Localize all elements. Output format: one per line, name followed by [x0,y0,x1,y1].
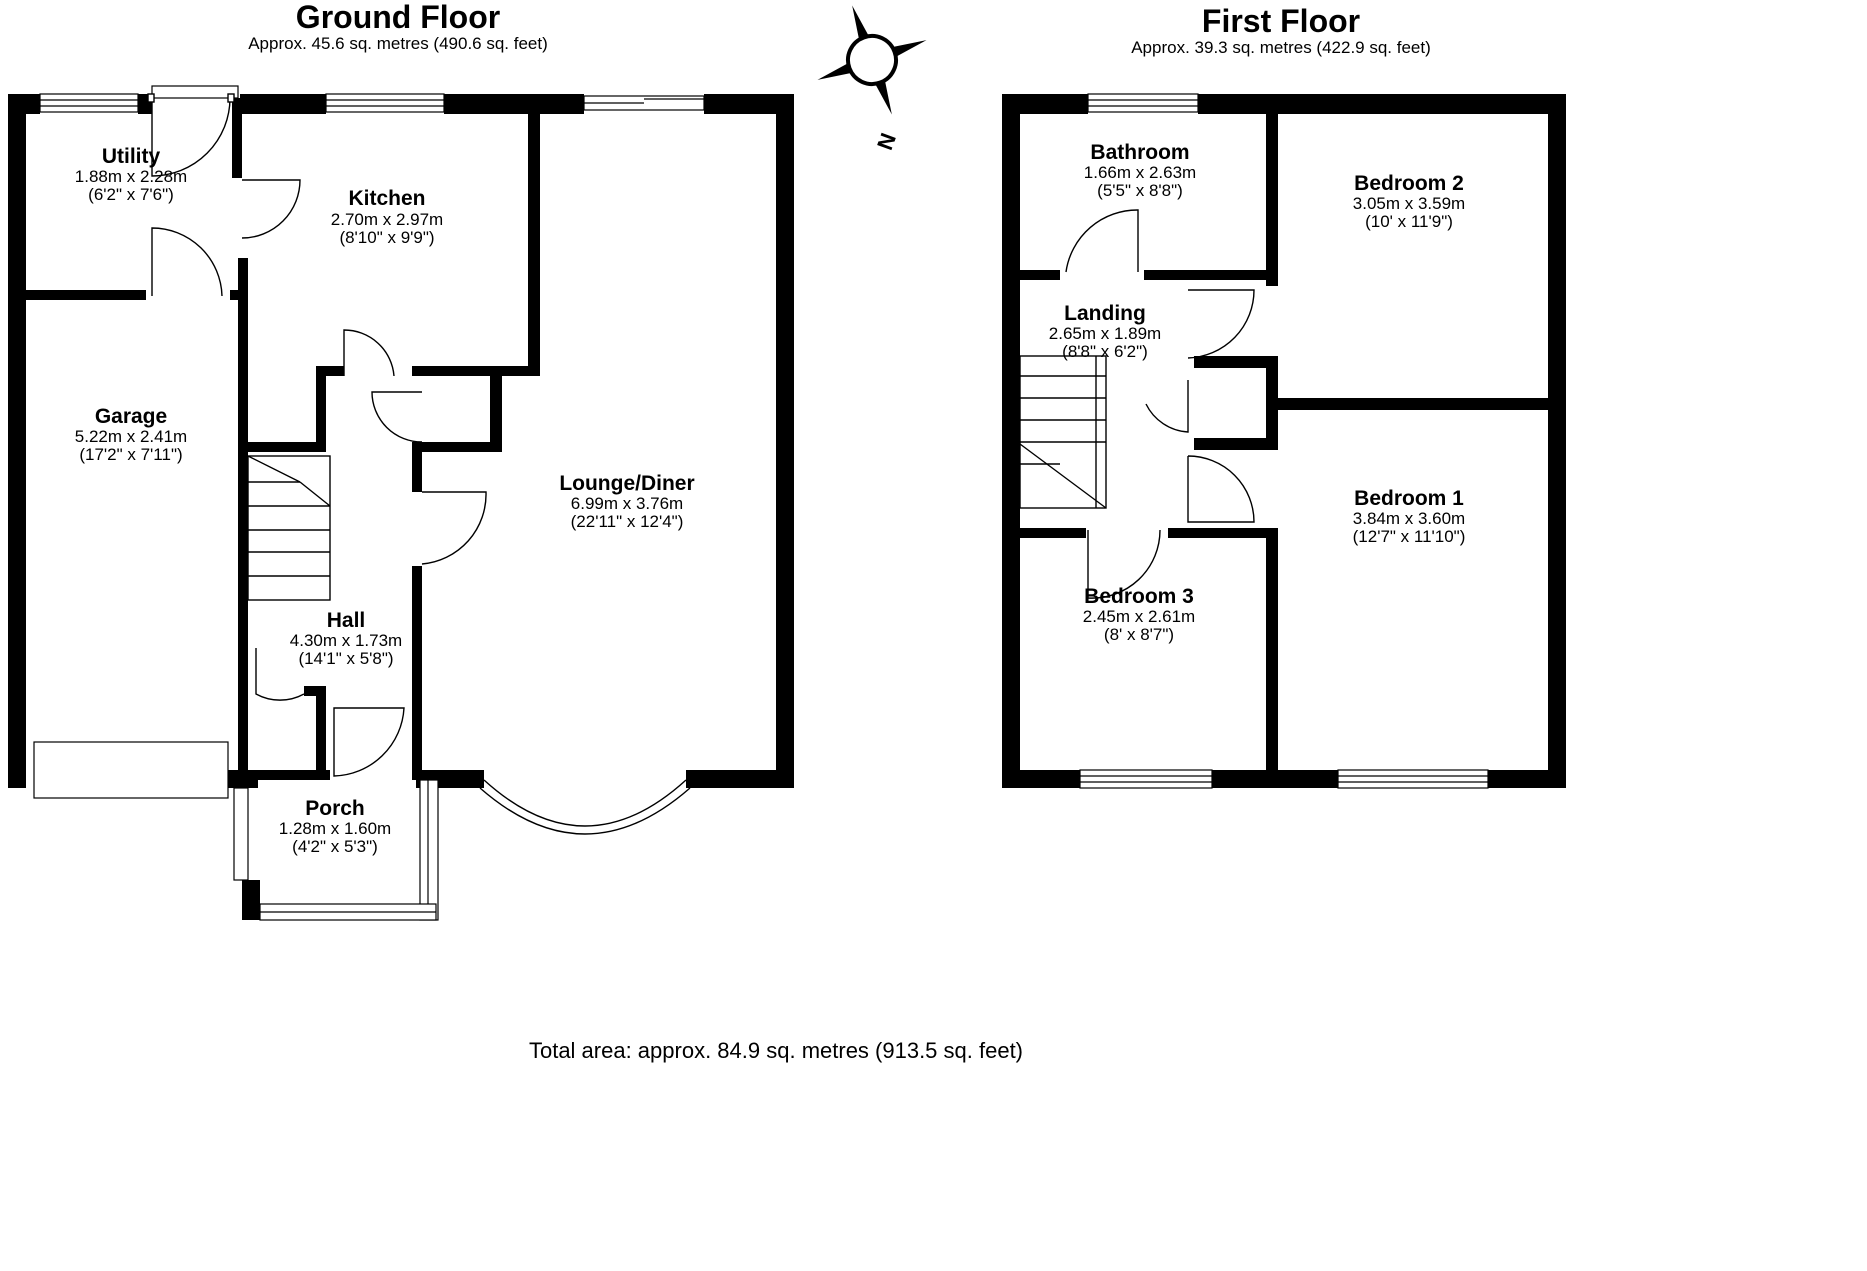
room-imperial: (4'2" x 5'3") [292,837,378,856]
room-name: Hall [327,609,366,632]
room-bathroom: Bathroom 1.66m x 2.63m (5'5" x 8'8") [1084,141,1196,200]
room-metric: 4.30m x 1.73m [290,631,402,650]
ground-floor-title: Ground Floor [296,0,500,35]
room-imperial: (12'7" x 11'10") [1353,527,1466,546]
total-area: Total area: approx. 84.9 sq. metres (913… [529,1038,1023,1063]
first-floor-doors [1019,209,1255,599]
ground-floor-windows [33,85,705,921]
room-imperial: (8' x 8'7") [1104,625,1174,644]
room-name: Porch [305,797,365,820]
room-name: Utility [102,145,161,168]
room-bedroom-1: Bedroom 1 3.84m x 3.60m (12'7" x 11'10") [1353,487,1466,546]
room-imperial: (6'2" x 7'6") [88,185,174,204]
room-landing: Landing 2.65m x 1.89m (8'8" x 6'2") [1049,302,1161,361]
room-name: Kitchen [348,187,425,210]
room-metric: 2.45m x 2.61m [1083,607,1195,626]
room-metric: 6.99m x 3.76m [571,494,683,513]
room-imperial: (8'8" x 6'2") [1062,342,1148,361]
room-imperial: (5'5" x 8'8") [1097,181,1183,200]
room-imperial: (17'2" x 7'11") [79,445,182,464]
ground-floor-area: Approx. 45.6 sq. metres (490.6 sq. feet) [248,34,548,53]
first-floor-walls [1002,94,1566,788]
room-imperial: (22'11" x 12'4") [571,512,684,531]
first-floor-area: Approx. 39.3 sq. metres (422.9 sq. feet) [1131,38,1431,57]
room-utility: Utility 1.88m x 2.28m (6'2" x 7'6") [75,145,187,204]
room-name: Bedroom 2 [1354,172,1464,195]
room-metric: 1.66m x 2.63m [1084,163,1196,182]
room-name: Garage [95,405,167,428]
room-name: Landing [1064,302,1146,325]
room-lounge-diner: Lounge/Diner 6.99m x 3.76m (22'11" x 12'… [559,472,694,531]
room-imperial: (14'1" x 5'8") [298,649,393,668]
room-imperial: (8'10" x 9'9") [339,228,434,247]
room-metric: 1.88m x 2.28m [75,167,187,186]
room-metric: 1.28m x 1.60m [279,819,391,838]
first-floor-windows [1079,93,1489,789]
room-name: Bathroom [1090,141,1189,164]
room-garage: Garage 5.22m x 2.41m (17'2" x 7'11") [75,405,187,464]
room-porch: Porch 1.28m x 1.60m (4'2" x 5'3") [279,797,391,856]
room-bedroom-2: Bedroom 2 3.05m x 3.59m (10' x 11'9") [1353,172,1465,231]
room-kitchen: Kitchen 2.70m x 2.97m (8'10" x 9'9") [331,187,443,247]
room-name: Bedroom 3 [1084,585,1194,608]
room-imperial: (10' x 11'9") [1365,212,1453,231]
compass-icon [817,5,927,115]
ground-floor-doors [147,93,691,835]
room-metric: 2.65m x 1.89m [1049,324,1161,343]
room-metric: 3.05m x 3.59m [1353,194,1465,213]
ground-floor-walls [8,94,794,920]
compass-north-label: N [872,130,901,153]
room-metric: 5.22m x 2.41m [75,427,187,446]
room-metric: 2.70m x 2.97m [331,210,443,229]
room-name: Lounge/Diner [559,472,694,495]
first-floor-title: First Floor [1202,3,1360,39]
room-name: Bedroom 1 [1354,487,1464,510]
room-metric: 3.84m x 3.60m [1353,509,1465,528]
room-hall: Hall 4.30m x 1.73m (14'1" x 5'8") [290,609,402,668]
room-bedroom-3: Bedroom 3 2.45m x 2.61m (8' x 8'7") [1083,585,1195,644]
